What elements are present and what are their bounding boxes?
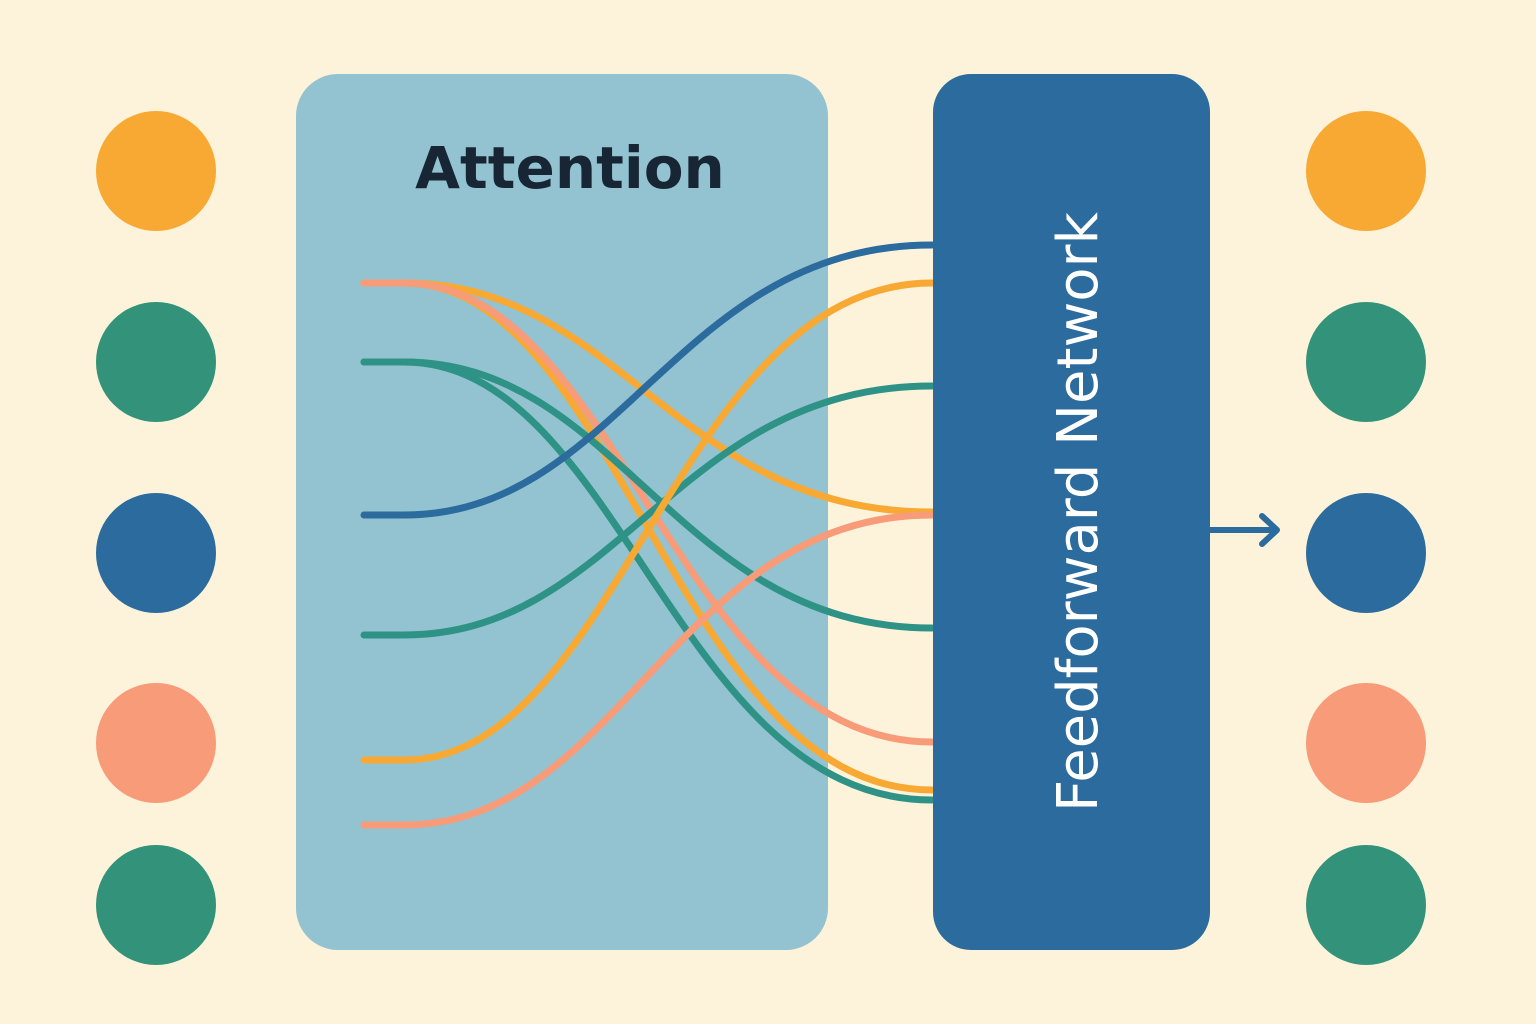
attention-link-teal_line bbox=[360, 358, 936, 632]
ffn-box bbox=[933, 74, 1210, 950]
attention-link-blue bbox=[360, 241, 936, 519]
output-token-orange bbox=[1306, 111, 1426, 231]
output-tokens bbox=[1306, 111, 1426, 965]
arrow-right-icon bbox=[1207, 513, 1280, 547]
output-token-green bbox=[1306, 845, 1426, 965]
attention-link-salmon bbox=[360, 279, 936, 746]
input-token-salmon bbox=[96, 683, 216, 803]
input-token-green bbox=[96, 302, 216, 422]
attention-links bbox=[360, 241, 936, 829]
output-token-green bbox=[1306, 302, 1426, 422]
attention-link-teal_line bbox=[360, 382, 936, 639]
attention-link-orange bbox=[360, 279, 936, 764]
input-tokens bbox=[96, 111, 216, 965]
input-token-orange bbox=[96, 111, 216, 231]
output-token-salmon bbox=[1306, 683, 1426, 803]
input-token-blue bbox=[96, 493, 216, 613]
ffn-title: Feedforward Network bbox=[1046, 211, 1111, 811]
attention-link-teal_line bbox=[360, 358, 936, 804]
attention-box bbox=[296, 74, 828, 950]
attention-title: Attention bbox=[415, 134, 725, 202]
output-token-blue bbox=[1306, 493, 1426, 613]
attention-link-salmon bbox=[360, 511, 936, 829]
input-token-green bbox=[96, 845, 216, 965]
